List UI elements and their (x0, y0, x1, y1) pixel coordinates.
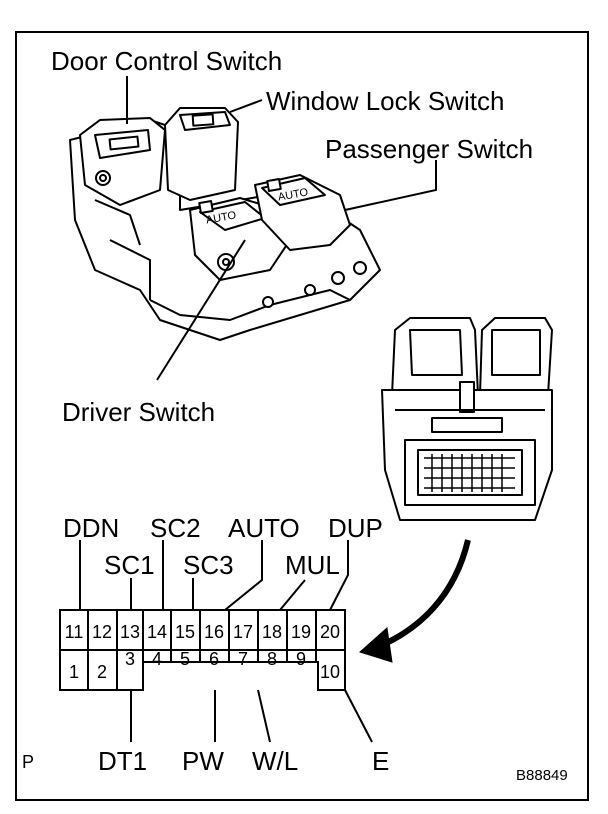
terminal-ddn-label: DDN (63, 513, 120, 543)
pin-8: 8 (266, 649, 277, 669)
corner-mark: P (22, 752, 35, 772)
driver-switch-label: Driver Switch (62, 397, 216, 427)
pin-7: 7 (237, 649, 248, 669)
pin-14: 14 (146, 622, 168, 642)
figure-frame (15, 31, 589, 801)
pin-1: 1 (68, 662, 79, 682)
figure-code: B88849 (516, 767, 568, 784)
terminal-dt1-label: DT1 (98, 746, 148, 776)
terminal-sc3-label: SC3 (183, 550, 234, 580)
terminal-e-label: E (372, 746, 390, 776)
pin-10: 10 (319, 662, 341, 682)
pin-11: 11 (64, 622, 84, 642)
pin-12: 12 (91, 622, 113, 642)
pin-5: 5 (179, 649, 190, 669)
pin-3: 3 (124, 649, 135, 669)
terminal-pw-label: PW (182, 746, 224, 776)
pin-13: 13 (119, 622, 141, 642)
terminal-sc2-label: SC2 (150, 513, 201, 543)
door-control-switch-label: Door Control Switch (51, 46, 283, 76)
passenger-switch-label: Passenger Switch (325, 134, 534, 164)
pin-17: 17 (232, 622, 254, 642)
terminal-dup-label: DUP (328, 513, 383, 543)
pin-15: 15 (174, 622, 196, 642)
terminal-sc1-label: SC1 (104, 550, 155, 580)
terminal-wl-label: W/L (252, 746, 299, 776)
pin-6: 6 (208, 649, 219, 669)
pin-9: 9 (295, 649, 306, 669)
pin-4: 4 (151, 649, 162, 669)
pin-16: 16 (203, 622, 225, 642)
terminal-mul-label: MUL (285, 550, 340, 580)
window-lock-switch-label: Window Lock Switch (266, 86, 505, 116)
terminal-auto-label: AUTO (228, 513, 300, 543)
pin-19: 19 (290, 622, 312, 642)
pin-2: 2 (96, 662, 107, 682)
pin-18: 18 (261, 622, 283, 642)
pin-20: 20 (319, 622, 341, 642)
